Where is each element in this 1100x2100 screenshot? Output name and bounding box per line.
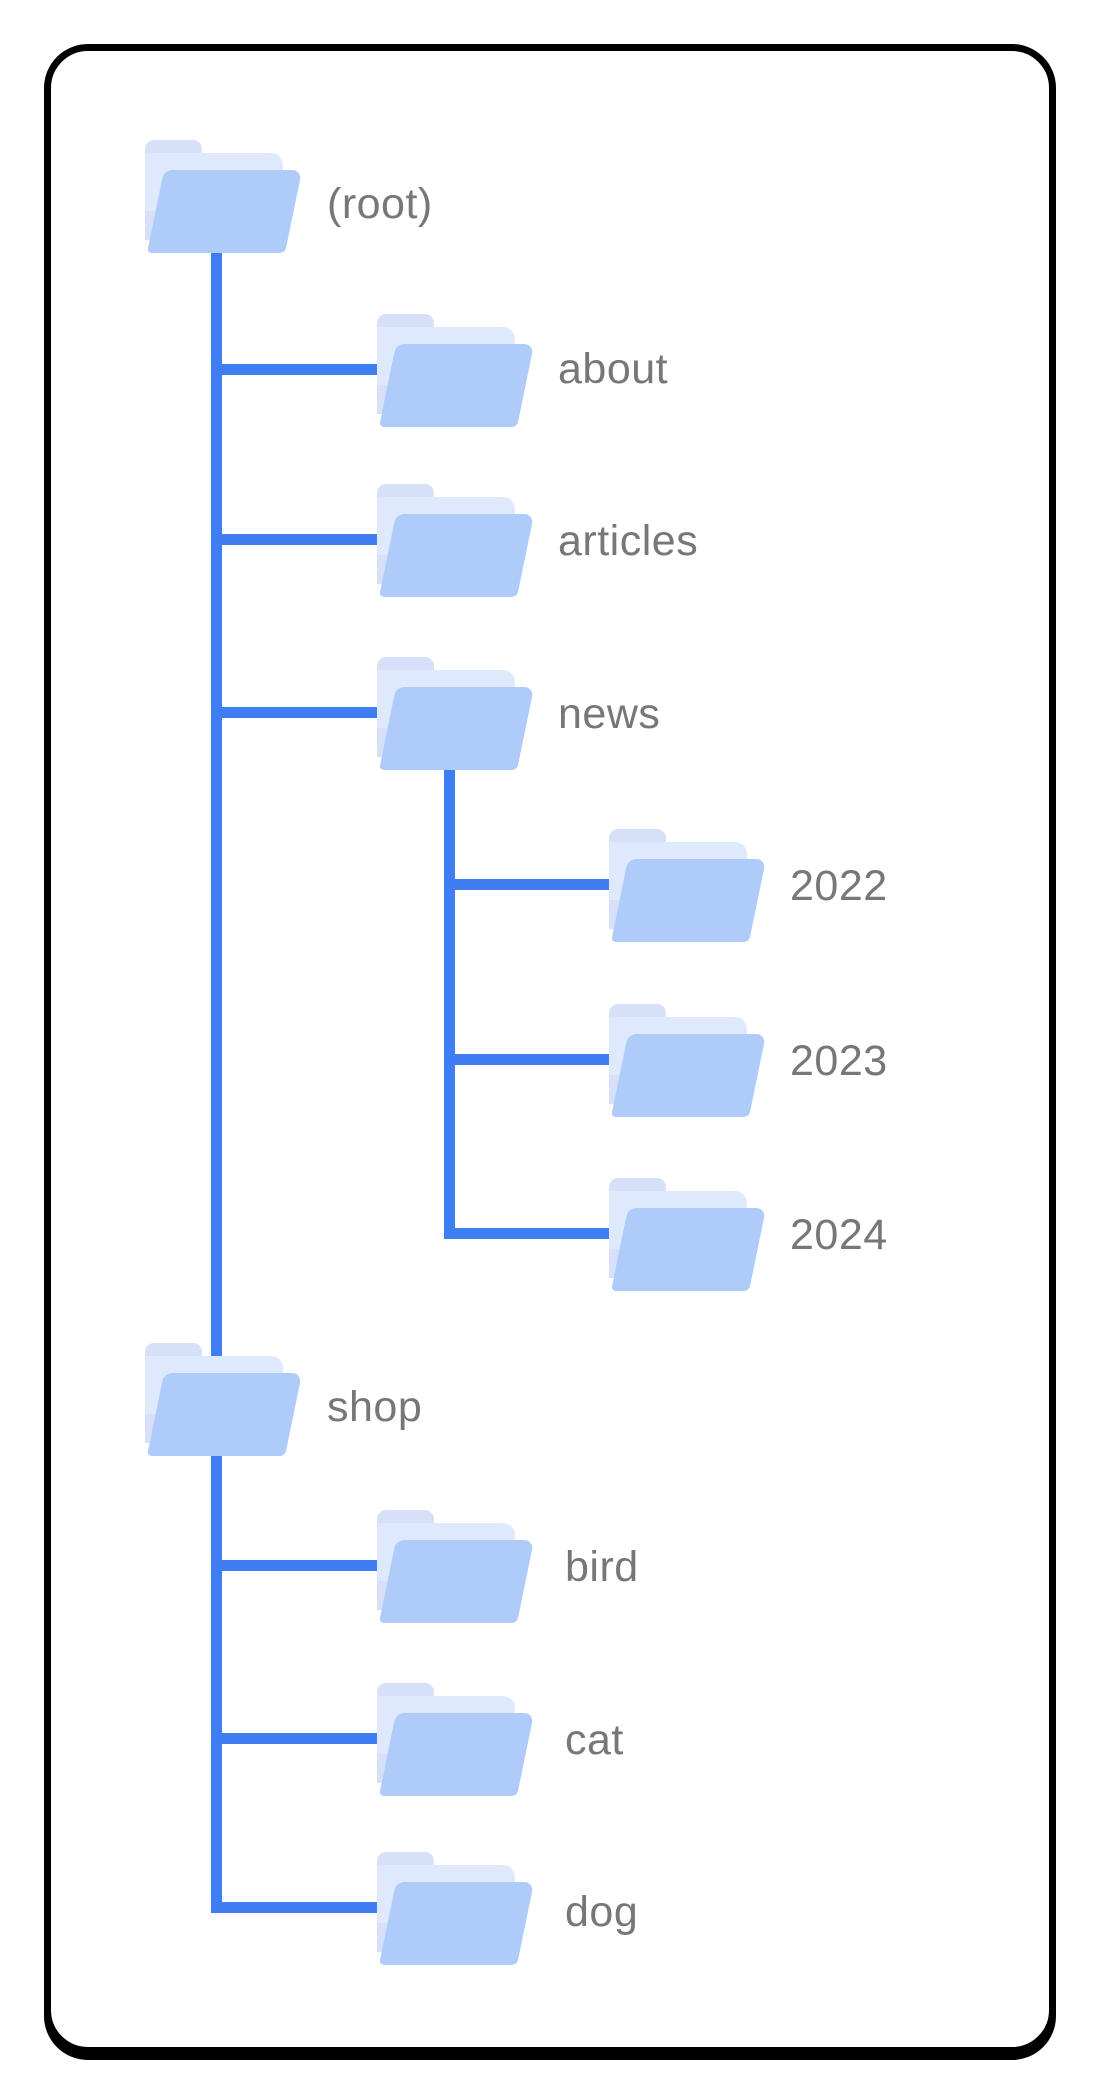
- tree-label-root: (root): [327, 180, 433, 228]
- folder-icon-2022: [609, 829, 769, 942]
- folder-icon-articles: [377, 484, 537, 597]
- tree-label-cat: cat: [565, 1716, 624, 1764]
- tree-label-shop: shop: [327, 1383, 423, 1431]
- connector-branch-about: [211, 364, 392, 375]
- folder-icon-cat: [377, 1683, 537, 1796]
- folder-front: [379, 1882, 535, 1965]
- sitemap-card: (root) about articles news 2022 2023 202…: [44, 44, 1056, 2054]
- folder-front: [379, 1540, 535, 1623]
- folder-icon-news: [377, 657, 537, 770]
- tree-label-2022: 2022: [790, 862, 888, 910]
- connector-branch-2024: [444, 1228, 622, 1239]
- folder-front: [611, 1034, 767, 1117]
- folder-icon-shop: [145, 1343, 305, 1456]
- folder-icon-2024: [609, 1178, 769, 1291]
- folder-icon-dog: [377, 1852, 537, 1965]
- folder-front: [379, 687, 535, 770]
- folder-front: [611, 1208, 767, 1291]
- folder-front: [147, 170, 303, 253]
- folder-front: [379, 514, 535, 597]
- tree-label-articles: articles: [558, 517, 699, 565]
- folder-front: [379, 1713, 535, 1796]
- folder-icon-about: [377, 314, 537, 427]
- connector-branch-articles: [211, 534, 392, 545]
- folder-front: [611, 859, 767, 942]
- connector-branch-cat: [211, 1733, 392, 1744]
- folder-icon-bird: [377, 1510, 537, 1623]
- connector-branch-dog: [211, 1902, 392, 1913]
- tree-label-about: about: [558, 345, 669, 393]
- connector-branch-news: [211, 707, 392, 718]
- connector-branch-2023: [444, 1054, 622, 1065]
- tree-label-2023: 2023: [790, 1037, 888, 1085]
- connector-branch-bird: [211, 1560, 392, 1571]
- folder-front: [379, 344, 535, 427]
- folder-front: [147, 1373, 303, 1456]
- folder-icon-root: [145, 140, 305, 253]
- connector-root-spine: [211, 253, 222, 1913]
- connector-branch-2022: [444, 879, 622, 890]
- connector-news-spine: [444, 765, 455, 1239]
- tree-label-news: news: [558, 690, 661, 738]
- tree-label-dog: dog: [565, 1888, 639, 1936]
- tree-label-2024: 2024: [790, 1211, 888, 1259]
- tree-label-bird: bird: [565, 1543, 639, 1591]
- folder-icon-2023: [609, 1004, 769, 1117]
